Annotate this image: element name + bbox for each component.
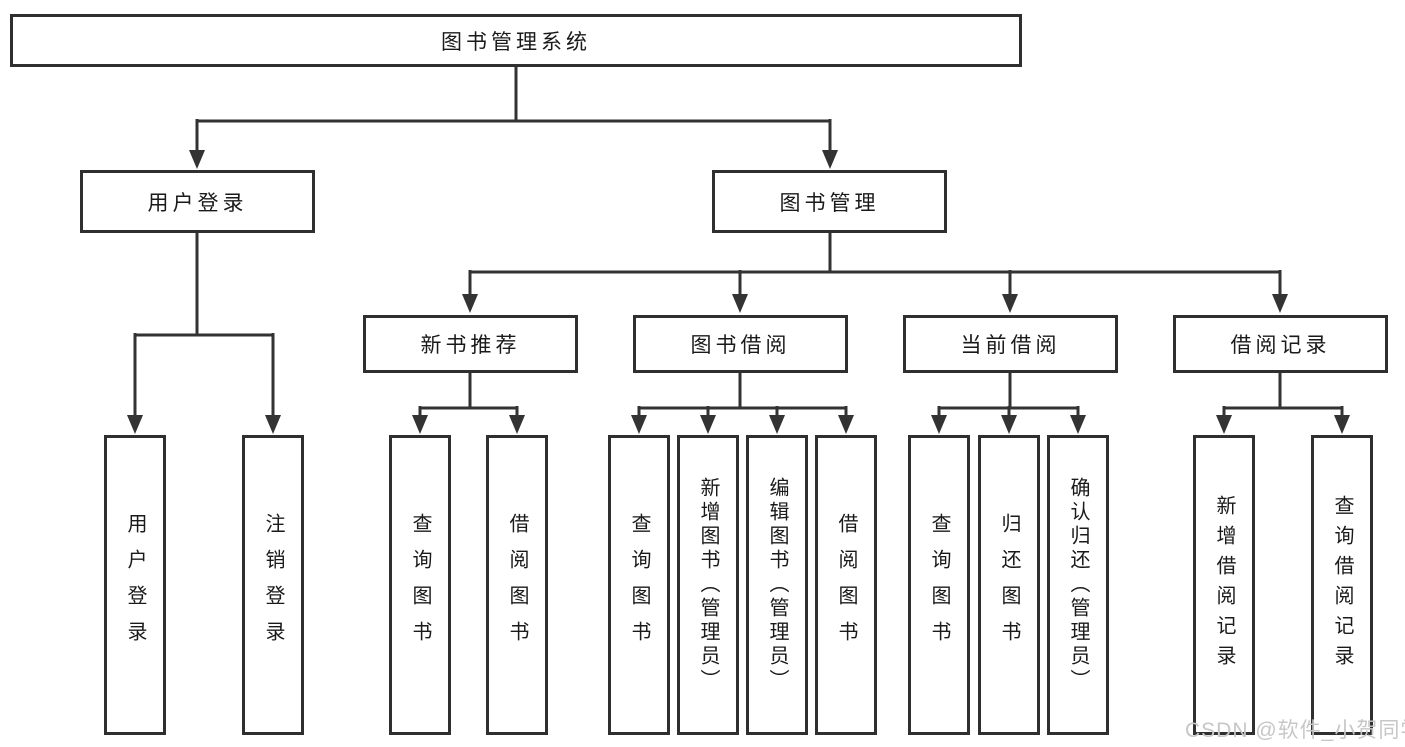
node-label: 新增图书（管理员）	[697, 477, 719, 693]
leaf-edit-books-admin: 编辑图书（管理员）	[746, 435, 808, 735]
node-library-management-system: 图书管理系统	[10, 14, 1022, 67]
node-label: 图书管理	[779, 191, 880, 215]
node-label: 借阅记录	[1230, 334, 1331, 357]
leaf-return-books: 归还图书	[978, 435, 1040, 735]
leaf-borrow-books: 借阅图书	[486, 435, 548, 735]
node-label: 图书借阅	[690, 334, 791, 357]
node-label: 查询图书	[628, 513, 650, 657]
leaf-add-borrow-record: 新增借阅记录	[1193, 435, 1255, 735]
node-label: 当前借阅	[960, 334, 1061, 357]
node-label: 编辑图书（管理员）	[766, 477, 788, 693]
node-label: 借阅图书	[506, 513, 528, 657]
leaf-borrow-books: 借阅图书	[815, 435, 877, 735]
leaf-confirm-return-admin: 确认归还（管理员）	[1047, 435, 1109, 735]
node-label: 图书管理系统	[441, 30, 591, 54]
leaf-user-login: 用户登录	[104, 435, 166, 735]
node-user-login: 用户登录	[80, 170, 315, 233]
node-borrowing-records: 借阅记录	[1173, 315, 1388, 373]
leaf-query-books: 查询图书	[908, 435, 970, 735]
leaf-query-books: 查询图书	[608, 435, 670, 735]
leaf-query-borrow-record: 查询借阅记录	[1311, 435, 1373, 735]
node-label: 查询借阅记录	[1331, 495, 1353, 675]
leaf-query-books: 查询图书	[389, 435, 451, 735]
leaf-add-books-admin: 新增图书（管理员）	[677, 435, 739, 735]
leaf-logout: 注销登录	[242, 435, 304, 735]
node-new-book-recommendation: 新书推荐	[363, 315, 578, 373]
node-label: 借阅图书	[835, 513, 857, 657]
node-label: 新增借阅记录	[1213, 495, 1235, 675]
node-label: 新书推荐	[420, 334, 521, 357]
csdn-watermark: CSDN @软件_小贺同学	[1185, 719, 1405, 742]
node-label: 查询图书	[409, 513, 431, 657]
node-current-borrowing: 当前借阅	[903, 315, 1118, 373]
node-book-management: 图书管理	[712, 170, 947, 233]
node-label: 用户登录	[124, 513, 146, 657]
node-label: 归还图书	[998, 513, 1020, 657]
node-label: 注销登录	[262, 513, 284, 657]
node-label: 查询图书	[928, 513, 950, 657]
node-book-borrowing: 图书借阅	[633, 315, 848, 373]
node-label: 确认归还（管理员）	[1067, 477, 1089, 693]
node-label: 用户登录	[147, 191, 248, 215]
